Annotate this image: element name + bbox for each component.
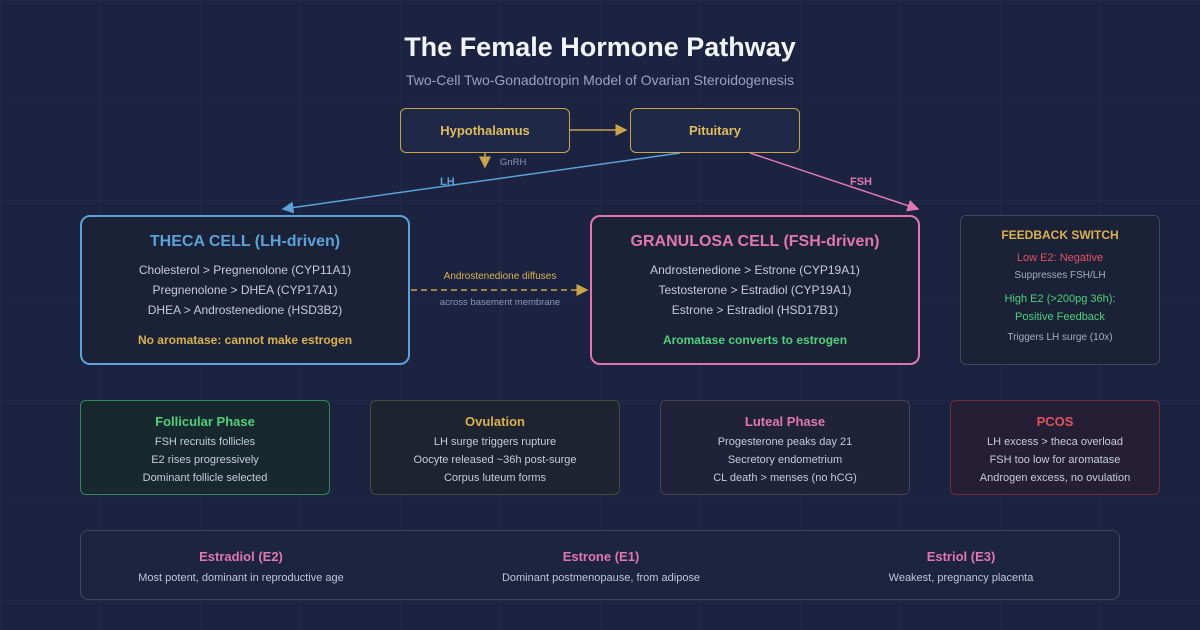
page-subtitle: Two-Cell Two-Gonadotropin Model of Ovari… bbox=[405, 72, 795, 88]
estrogen-name: Estradiol (E2) bbox=[199, 549, 283, 564]
theca-step: Pregnenolone > DHEA (CYP17A1) bbox=[152, 283, 338, 297]
theca-step: DHEA > Androstenedione (HSD3B2) bbox=[147, 303, 343, 317]
diffusion-label-top: Androstenedione diffuses bbox=[443, 271, 557, 282]
estrogen-desc: Most potent, dominant in reproductive ag… bbox=[138, 572, 344, 584]
follicular-phase-card: Follicular Phase FSH recruits follicles … bbox=[80, 400, 330, 495]
lh-arrow bbox=[281, 152, 681, 214]
fsh-label: FSH bbox=[850, 176, 872, 188]
granulosa-cell-box: GRANULOSA CELL (FSH-driven) Androstenedi… bbox=[590, 215, 920, 365]
phase-line: FSH recruits follicles bbox=[154, 436, 256, 448]
phase-line: LH surge triggers rupture bbox=[433, 436, 557, 448]
estradiol-item: Estradiol (E2) Most potent, dominant in … bbox=[71, 549, 411, 584]
pcos-card: PCOS LH excess > theca overload FSH too … bbox=[950, 400, 1160, 495]
page-title: The Female Hormone Pathway bbox=[404, 32, 796, 62]
estrogen-name: Estriol (E3) bbox=[926, 549, 996, 564]
theca-note: No aromatase: cannot make estrogen bbox=[137, 333, 353, 347]
diffusion-label-bottom: across basement membrane bbox=[439, 297, 561, 308]
feedback-low-desc: Suppresses FSH/LH bbox=[1014, 270, 1106, 281]
pituitary-node: Pituitary bbox=[630, 108, 800, 153]
phase-line: Corpus luteum forms bbox=[443, 472, 547, 484]
hypothalamus-node: Hypothalamus bbox=[400, 108, 570, 153]
fsh-arrow bbox=[749, 152, 920, 212]
phase-title: Follicular Phase bbox=[155, 414, 255, 429]
phase-line: Oocyte released ~36h post-surge bbox=[413, 454, 577, 466]
estrogen-desc: Dominant postmenopause, from adipose bbox=[501, 572, 701, 584]
estrogen-name: Estrone (E1) bbox=[562, 549, 640, 564]
feedback-high-type: Positive Feedback bbox=[1015, 311, 1105, 323]
theca-step: Cholesterol > Pregnenolone (CYP11A1) bbox=[138, 263, 352, 277]
theca-cell-title: THECA CELL (LH-driven) bbox=[149, 233, 341, 250]
phase-line: FSH too low for aromatase bbox=[989, 454, 1121, 466]
feedback-high-desc: Triggers LH surge (10x) bbox=[1007, 332, 1113, 343]
feedback-title: FEEDBACK SWITCH bbox=[1001, 228, 1119, 242]
granulosa-cell-title: GRANULOSA CELL (FSH-driven) bbox=[630, 233, 880, 250]
estrone-item: Estrone (E1) Dominant postmenopause, fro… bbox=[431, 549, 771, 584]
granulosa-step: Testosterone > Estradiol (CYP19A1) bbox=[658, 283, 852, 297]
phase-line: Progesterone peaks day 21 bbox=[717, 436, 853, 448]
pituitary-label: Pituitary bbox=[688, 123, 741, 138]
phase-title: PCOS bbox=[1036, 414, 1074, 429]
phase-title: Luteal Phase bbox=[744, 414, 826, 429]
phase-line: LH excess > theca overload bbox=[986, 436, 1124, 448]
granulosa-note: Aromatase converts to estrogen bbox=[662, 333, 848, 347]
estriol-item: Estriol (E3) Weakest, pregnancy placenta bbox=[791, 549, 1131, 584]
phase-line: Secretory endometrium bbox=[727, 454, 843, 466]
phase-line: CL death > menses (no hCG) bbox=[713, 472, 857, 484]
theca-cell-box: THECA CELL (LH-driven) Cholesterol > Pre… bbox=[80, 215, 410, 365]
granulosa-step: Androstenedione > Estrone (CYP19A1) bbox=[650, 263, 860, 277]
phase-line: Androgen excess, no ovulation bbox=[979, 472, 1131, 484]
phase-title: Ovulation bbox=[465, 414, 525, 429]
granulosa-step: Estrone > Estradiol (HSD17B1) bbox=[671, 303, 839, 317]
phase-line: E2 rises progressively bbox=[151, 454, 259, 466]
estrogen-types-panel: Estradiol (E2) Most potent, dominant in … bbox=[80, 530, 1120, 600]
gnrh-label: GnRH bbox=[500, 157, 527, 168]
phase-line: Dominant follicle selected bbox=[142, 472, 268, 484]
hypothalamus-label: Hypothalamus bbox=[440, 123, 530, 138]
estrogen-desc: Weakest, pregnancy placenta bbox=[888, 572, 1034, 584]
feedback-low: Low E2: Negative bbox=[1016, 252, 1104, 264]
feedback-switch-box: FEEDBACK SWITCH Low E2: Negative Suppres… bbox=[960, 215, 1160, 365]
ovulation-card: Ovulation LH surge triggers rupture Oocy… bbox=[370, 400, 620, 495]
luteal-phase-card: Luteal Phase Progesterone peaks day 21 S… bbox=[660, 400, 910, 495]
feedback-high: High E2 (>200pg 36h): bbox=[1004, 293, 1116, 305]
lh-label: LH bbox=[440, 176, 455, 188]
